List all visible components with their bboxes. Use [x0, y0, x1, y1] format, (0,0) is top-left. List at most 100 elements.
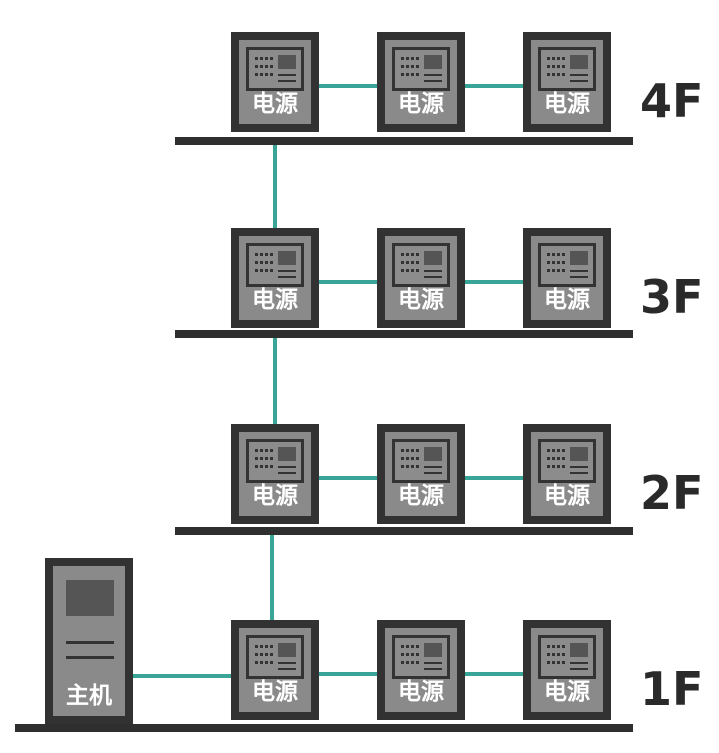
screen: [570, 55, 588, 69]
screen: [278, 447, 296, 461]
line: [424, 662, 442, 664]
floor-bus-2F: [175, 527, 633, 535]
power-unit-body: 电源: [531, 432, 603, 516]
indicator-dots: [401, 269, 421, 272]
power-unit-label: 电源: [398, 483, 444, 509]
power-unit: 电源: [231, 228, 319, 328]
power-unit-body: 电源: [385, 628, 457, 712]
line: [278, 276, 296, 278]
panel-icon: [538, 47, 596, 91]
indicator-dots: [401, 73, 421, 76]
screen: [424, 251, 442, 265]
line: [570, 466, 588, 468]
host-link: [133, 674, 231, 678]
indicator-dots: [401, 457, 421, 460]
power-unit-body: 电源: [239, 432, 311, 516]
panel-icon: [538, 635, 596, 679]
power-unit: 电源: [377, 32, 465, 132]
power-unit-label: 电源: [398, 287, 444, 313]
power-unit-body: 电源: [385, 236, 457, 320]
indicator-dots: [255, 645, 275, 648]
power-unit-label: 电源: [252, 483, 298, 509]
panel-icon: [246, 47, 304, 91]
power-unit-label: 电源: [398, 91, 444, 117]
screen: [424, 643, 442, 657]
power-unit: 电源: [377, 228, 465, 328]
floor-label: 3F: [640, 270, 704, 324]
line: [424, 270, 442, 272]
device-link: [465, 280, 523, 284]
host-unit: 主机: [45, 558, 133, 724]
panel-icon: [538, 243, 596, 287]
power-unit: 电源: [377, 424, 465, 524]
power-unit: 电源: [231, 620, 319, 720]
indicator-dots: [401, 661, 421, 664]
indicator-dots: [547, 661, 567, 664]
power-unit-body: 电源: [239, 236, 311, 320]
line: [278, 662, 296, 664]
indicator-dots: [401, 57, 421, 60]
power-unit: 电源: [231, 32, 319, 132]
panel-icon: [246, 635, 304, 679]
screen: [570, 447, 588, 461]
indicator-dots: [255, 261, 275, 264]
power-unit: 电源: [523, 424, 611, 524]
indicator-dots: [401, 65, 421, 68]
indicator-dots: [255, 661, 275, 664]
line: [570, 74, 588, 76]
line: [570, 276, 588, 278]
power-unit-body: 电源: [531, 40, 603, 124]
indicator-dots: [255, 269, 275, 272]
power-unit-body: 电源: [385, 432, 457, 516]
floor-label: 1F: [640, 662, 704, 716]
indicator-dots: [547, 449, 567, 452]
power-unit: 电源: [523, 228, 611, 328]
device-link: [319, 280, 377, 284]
power-unit-label: 电源: [252, 91, 298, 117]
screen: [570, 643, 588, 657]
power-unit-body: 电源: [531, 628, 603, 712]
panel-icon: [392, 243, 450, 287]
device-link: [319, 672, 377, 676]
power-unit-label: 电源: [252, 679, 298, 705]
riser-link: [270, 535, 274, 620]
indicator-dots: [547, 253, 567, 256]
indicator-dots: [255, 457, 275, 460]
indicator-dots: [255, 465, 275, 468]
power-unit-label: 电源: [544, 679, 590, 705]
floor-label: 4F: [640, 74, 704, 128]
indicator-dots: [547, 261, 567, 264]
indicator-dots: [547, 645, 567, 648]
line: [570, 270, 588, 272]
indicator-dots: [547, 57, 567, 60]
floor-label: 2F: [640, 466, 704, 520]
screen: [424, 447, 442, 461]
screen: [278, 643, 296, 657]
panel-icon: [392, 439, 450, 483]
power-unit-label: 电源: [544, 287, 590, 313]
line: [424, 668, 442, 670]
power-unit-body: 电源: [239, 40, 311, 124]
panel-icon: [392, 635, 450, 679]
indicator-dots: [547, 269, 567, 272]
panel-icon: [246, 439, 304, 483]
indicator-dots: [255, 449, 275, 452]
power-unit-body: 电源: [531, 236, 603, 320]
power-unit-body: 电源: [385, 40, 457, 124]
indicator-dots: [255, 57, 275, 60]
panel-icon: [392, 47, 450, 91]
indicator-dots: [547, 73, 567, 76]
power-unit: 电源: [377, 620, 465, 720]
power-unit-label: 电源: [252, 287, 298, 313]
riser-link: [273, 145, 277, 228]
power-unit: 电源: [231, 424, 319, 524]
device-link: [465, 84, 523, 88]
riser-link: [273, 338, 277, 424]
line: [570, 668, 588, 670]
power-unit: 电源: [523, 32, 611, 132]
floor-bus-1F: [15, 724, 633, 732]
line: [424, 74, 442, 76]
power-unit: 电源: [523, 620, 611, 720]
device-link: [319, 84, 377, 88]
